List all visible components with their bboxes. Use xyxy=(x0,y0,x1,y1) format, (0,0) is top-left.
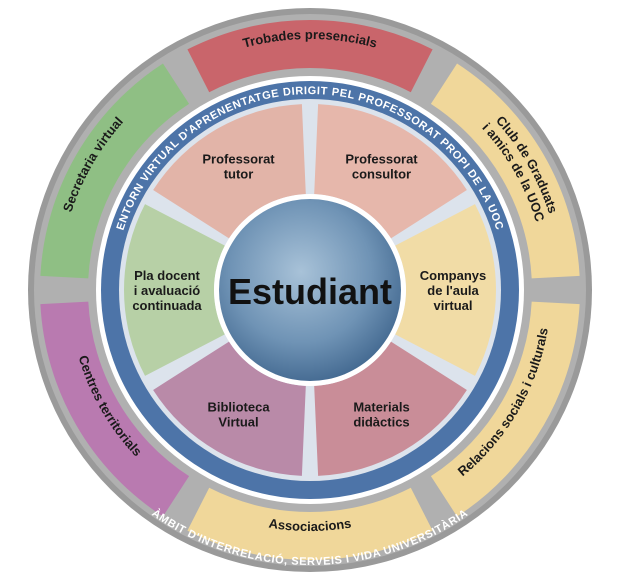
outer-segment-club-de-graduats xyxy=(430,63,580,279)
inner-segment-professorat-consultor xyxy=(314,104,467,239)
outer-segment-relacions-socials xyxy=(430,301,580,517)
inner-segment-professorat-tutor xyxy=(153,104,306,239)
inner-label-materials-didactics-line2: didàctics xyxy=(353,414,409,429)
inner-segment-materials-didactics xyxy=(314,341,467,476)
inner-label-professorat-consultor-line1: Professorat xyxy=(345,152,418,167)
outer-segment-secretaria-virtual xyxy=(40,63,190,279)
inner-label-companys-aula-virtual-line3: virtual xyxy=(433,298,472,313)
inner-label-materials-didactics-line1: Materials xyxy=(353,399,409,414)
inner-label-biblioteca-virtual-line2: Virtual xyxy=(218,414,258,429)
outer-label-associacions: Associacions xyxy=(268,516,353,534)
inner-label-pla-docent-line3: continuada xyxy=(132,298,202,313)
outer-segment-associacions xyxy=(187,487,433,560)
center-circle xyxy=(219,199,401,381)
inner-segment-biblioteca-virtual xyxy=(153,341,306,476)
outer-segment-trobades-presencials xyxy=(187,19,433,93)
inner-label-companys-aula-virtual-line1: Companys xyxy=(420,268,486,283)
inner-label-professorat-consultor-line2: consultor xyxy=(352,167,411,182)
inner-segments: ProfessorattutorProfessoratconsultorComp… xyxy=(124,104,496,476)
outer-segment-centres-territorials xyxy=(40,301,190,517)
center-label: Estudiant xyxy=(228,271,392,312)
inner-label-biblioteca-virtual-line1: Biblioteca xyxy=(207,399,270,414)
inner-label-companys-aula-virtual-line2: de l'aula xyxy=(427,283,479,298)
inner-segment-companys-aula-virtual xyxy=(395,204,496,376)
inner-label-pla-docent-line2: i avaluació xyxy=(134,283,201,298)
inner-label-professorat-tutor-line1: Professorat xyxy=(202,152,275,167)
inner-label-professorat-tutor-line2: tutor xyxy=(224,167,254,182)
inner-segment-pla-docent xyxy=(124,204,225,376)
inner-label-pla-docent-line1: Pla docent xyxy=(134,268,200,283)
